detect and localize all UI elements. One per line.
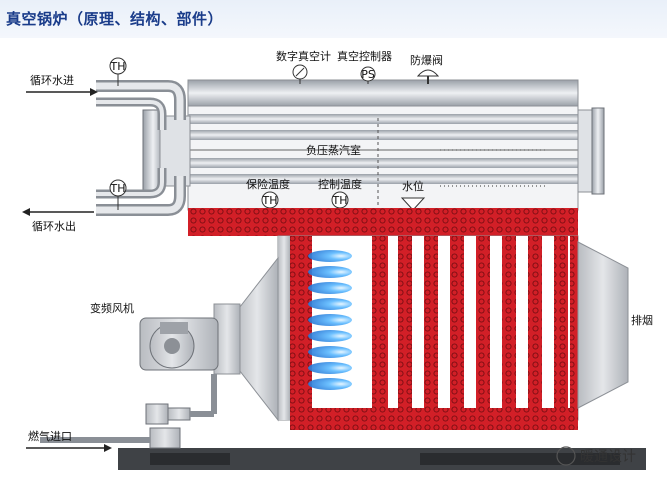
- circ-out-label: 循环水出: [32, 219, 76, 233]
- tube-column: [502, 236, 516, 408]
- th-symbol: TH: [332, 194, 348, 207]
- page-title: 真空锅炉（原理、结构、部件）: [6, 10, 224, 28]
- jacket-divider: [372, 236, 388, 408]
- right-header: [577, 109, 593, 193]
- jacket-left-wall: [290, 236, 312, 420]
- water-jacket-top: [188, 208, 578, 236]
- tube-column: [450, 236, 464, 408]
- arrow-right-icon: [104, 444, 112, 452]
- heat-tube: [188, 130, 578, 140]
- circ-in-pipe-2-hl: [96, 100, 164, 130]
- tube-column: [528, 236, 542, 408]
- protect-temp-label: 保险温度: [246, 177, 290, 191]
- gas-valve-body: [167, 407, 191, 421]
- tube-column: [554, 236, 568, 408]
- furnace-shell-left: [278, 236, 290, 420]
- flame-icon: [308, 298, 352, 310]
- jacket-bottom: [290, 408, 578, 430]
- arrow-left-icon: [22, 208, 30, 216]
- th-sensor-icon: [109, 179, 127, 197]
- heat-tube: [188, 158, 578, 168]
- flame-icon: [308, 314, 352, 326]
- flame-icon: [308, 250, 352, 262]
- tube-column: [398, 236, 412, 408]
- flame-icon: [308, 266, 352, 278]
- wechat-icon: [556, 446, 576, 466]
- exhaust-label: 排烟: [631, 313, 653, 327]
- ps-symbol: PS: [361, 68, 375, 81]
- th-symbol: TH: [110, 60, 126, 73]
- heat-tube: [188, 114, 578, 124]
- th-sensor-icon: [109, 57, 127, 75]
- circ-out-pipe-2-hl: [96, 168, 164, 196]
- flame-icon: [308, 282, 352, 294]
- vacuum-controller-label: 真空控制器: [337, 49, 392, 63]
- tube-column: [476, 236, 490, 408]
- steam-chamber-label: 负压蒸汽室: [306, 143, 361, 157]
- jacket-right-wall: [570, 236, 578, 430]
- explosion-valve-label: 防爆阀: [410, 53, 443, 67]
- fan-hub: [164, 338, 180, 354]
- control-temp-label: 控制温度: [318, 177, 362, 191]
- arrow-right-icon: [90, 88, 98, 96]
- gauge-needle: [295, 67, 305, 77]
- exhaust-duct: [577, 241, 629, 409]
- circ-in-pipe-hl: [96, 82, 184, 120]
- circ-out-pipe-hl: [96, 176, 184, 214]
- vacuum-gauge-label: 数字真空计: [276, 49, 331, 63]
- flame-icon: [308, 362, 352, 374]
- gas-inlet-label: 燃气进口: [28, 429, 72, 443]
- heat-tube: [188, 174, 578, 184]
- th-symbol: TH: [262, 194, 278, 207]
- flame-icon: [308, 378, 352, 390]
- burner-flames: [308, 250, 352, 390]
- water-level-icon: [400, 197, 426, 211]
- base-foot: [150, 453, 230, 465]
- explosion-valve-icon: [416, 69, 440, 77]
- gas-regulator: [149, 427, 181, 449]
- water-level-label: 水位: [402, 179, 424, 193]
- title-bar: [0, 0, 667, 38]
- fan-label: 变频风机: [90, 301, 134, 315]
- flame-icon: [308, 330, 352, 342]
- pressure-switch-icon: [360, 66, 376, 82]
- gas-valve-icon: [145, 403, 169, 425]
- circ-in-label: 循环水进: [30, 74, 74, 87]
- top-header-pipe: [187, 79, 579, 107]
- fan-motor: [160, 322, 188, 334]
- th-symbol: TH: [110, 182, 126, 195]
- right-flange: [591, 107, 605, 195]
- base-foot: [420, 453, 620, 465]
- tube-column: [424, 236, 438, 408]
- flame-icon: [308, 346, 352, 358]
- watermark: 暖通设计: [580, 449, 636, 465]
